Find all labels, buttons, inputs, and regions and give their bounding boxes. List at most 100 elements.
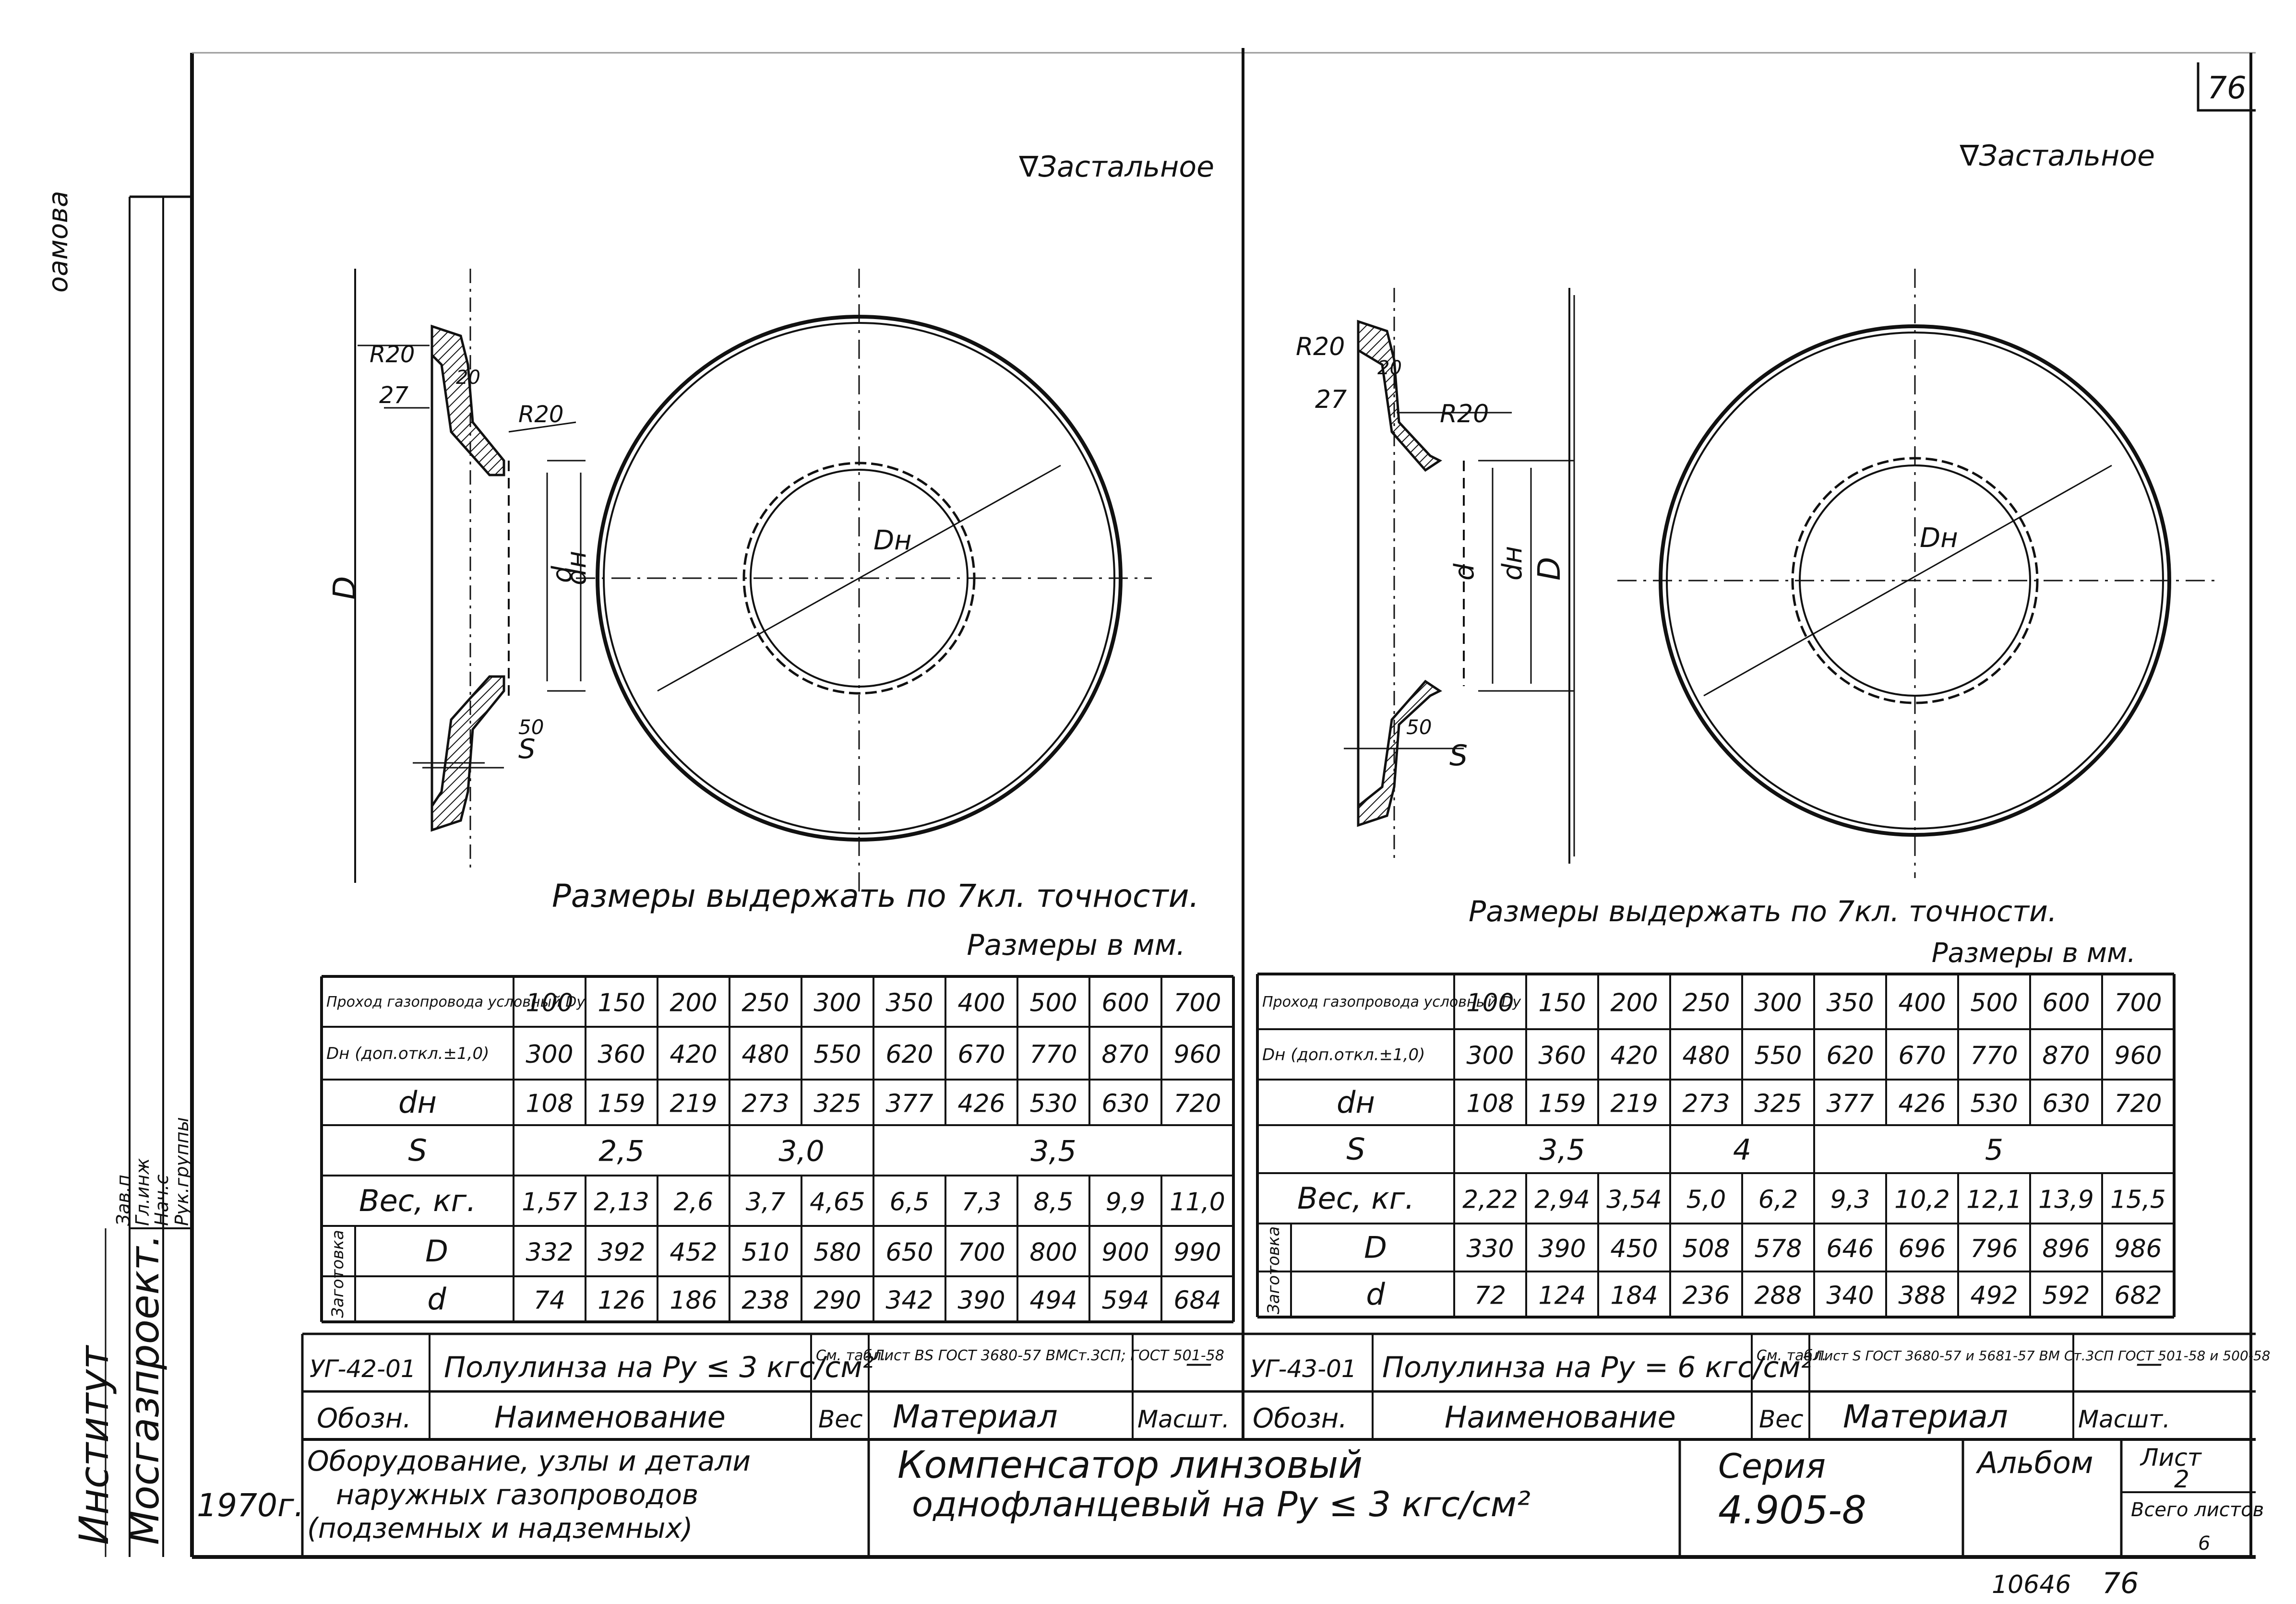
table-cell: 426	[957, 1090, 1005, 1118]
table-row-header: Проход газопровода условный Dу	[1262, 994, 1521, 1010]
table-cell: 273	[741, 1090, 789, 1118]
table-cell: 600	[2042, 989, 2090, 1018]
table-cell: 6,5	[890, 1188, 930, 1217]
table-cell: 5,0	[1686, 1186, 1726, 1214]
right-label-d: d	[1449, 563, 1480, 581]
left-header-scale: Масшт.	[1137, 1405, 1230, 1433]
right-label-S: S	[1449, 739, 1468, 772]
title-main-line2: однофланцевый на Ру ≤ 3 кгс/см²	[912, 1484, 1531, 1524]
table-cell: 700	[957, 1238, 1005, 1267]
table-cell: 480	[1682, 1042, 1730, 1070]
table-cell: 3,0	[778, 1135, 824, 1168]
table-cell: 420	[1610, 1042, 1658, 1070]
series-number: 4.905-8	[1718, 1488, 1866, 1533]
table-cell: 696	[1898, 1235, 1946, 1263]
table-cell: 124	[1538, 1282, 1586, 1310]
right-spec-designation: УГ-43-01	[1250, 1355, 1357, 1383]
table-cell: 360	[1538, 1042, 1586, 1070]
institute-label: Институт	[71, 1345, 118, 1545]
staff-role-2: Нач.с	[151, 1175, 172, 1226]
table-cell: 108	[526, 1090, 573, 1118]
table-cell: 392	[598, 1238, 645, 1267]
table-cell: 986	[2114, 1235, 2162, 1263]
table-row-header: S	[1346, 1132, 1365, 1167]
table-blank-label: Заготовка	[328, 1230, 347, 1318]
left-label-r20-inner: R20	[518, 401, 563, 428]
table-cell: 108	[1466, 1090, 1514, 1118]
table-cell: 2,94	[1534, 1186, 1590, 1214]
table-cell: 670	[957, 1040, 1005, 1069]
left-units-note: Размеры в мм.	[967, 928, 1185, 962]
left-surface-note: Застальное	[1038, 150, 1214, 184]
left-label-50: 50	[518, 715, 544, 739]
table-cell: 390	[957, 1286, 1005, 1315]
left-label-D: D	[327, 576, 363, 600]
table-cell: 592	[2042, 1282, 2090, 1310]
title-main-line1: Компенсатор линзовый	[897, 1444, 1363, 1487]
table-cell: 510	[741, 1238, 789, 1267]
table-row-header: Проход газопровода условный Dу	[326, 994, 586, 1010]
title-block	[867, 1439, 2256, 1557]
table-cell: 2,22	[1462, 1186, 1518, 1214]
table-cell: 630	[2042, 1090, 2090, 1118]
table-cell: 300	[1754, 989, 1802, 1018]
table-cell: 332	[526, 1238, 573, 1267]
table-cell: 650	[885, 1238, 933, 1267]
table-cell: 594	[1101, 1286, 1149, 1315]
left-label-dn: dн	[561, 551, 592, 585]
right-header-material: Материал	[1843, 1398, 2008, 1435]
table-cell: 400	[957, 989, 1005, 1018]
table-cell: 290	[813, 1286, 861, 1315]
table-row-header: d	[427, 1282, 446, 1317]
left-strip: Зав.п Гл.инж Нач.с Рук.группы Институт М…	[71, 1117, 192, 1557]
table-cell: 600	[1101, 989, 1149, 1018]
table-cell: 796	[1970, 1235, 2018, 1263]
table-cell: 159	[1538, 1090, 1586, 1118]
table-cell: 238	[741, 1286, 789, 1315]
archive-number: 10646	[1992, 1570, 2071, 1599]
table-cell: 360	[598, 1040, 645, 1069]
table-cell: 4	[1733, 1133, 1751, 1167]
table-cell: 870	[2042, 1042, 2090, 1070]
right-label-20: 20	[1377, 357, 1402, 379]
svg-text:∇Застальное: ∇Застальное	[1018, 150, 1214, 184]
page-number-box: 76	[2197, 62, 2256, 112]
table-row-header: Вес, кг.	[1297, 1181, 1414, 1216]
right-section-view	[1344, 288, 1575, 864]
table-cell: 426	[1898, 1090, 1946, 1118]
table-cell: 990	[1173, 1238, 1221, 1267]
table-cell: 184	[1610, 1282, 1658, 1310]
left-precision-note: Размеры выдержать по 7кл. точности.	[552, 878, 1199, 915]
table-cell: 620	[1826, 1042, 1874, 1070]
left-header-designation: Обозн.	[317, 1403, 411, 1434]
left-spec-weight: См. табл.	[816, 1347, 886, 1364]
table-cell: 219	[670, 1090, 717, 1118]
table-cell: 896	[2042, 1235, 2090, 1263]
right-spec-material: Лист S ГОСТ 3680-57 и 5681-57 ВМ Ст.3СП …	[1814, 1348, 2271, 1364]
total-sheets-label: Всего листов	[2131, 1499, 2264, 1521]
left-drawing: ∇Застальное R20 27 R20 20 D d dн 50 S	[327, 150, 1214, 962]
title-year: 1970г.	[197, 1487, 304, 1524]
table-cell: 580	[813, 1238, 861, 1267]
right-label-Dn: Dн	[1920, 523, 1958, 554]
table-cell: 960	[1173, 1040, 1221, 1069]
table-row-header: dн	[1337, 1085, 1375, 1120]
table-cell: 720	[2114, 1090, 2162, 1118]
table-row-header: S	[408, 1133, 427, 1168]
table-row-header: D	[1364, 1230, 1387, 1265]
right-precision-note: Размеры выдержать по 7кл. точности.	[1469, 895, 2057, 928]
table-cell: 9,9	[1106, 1188, 1146, 1217]
svg-text:∇Застальное: ∇Застальное	[1959, 139, 2155, 173]
left-header-name: Наименование	[494, 1400, 726, 1435]
table-cell: 492	[1970, 1282, 2018, 1310]
table-cell: 420	[670, 1040, 717, 1069]
table-row-header: d	[1366, 1277, 1385, 1312]
table-blank-label: Заготовка	[1264, 1226, 1283, 1314]
table-cell: 700	[1173, 989, 1221, 1018]
table-cell: 159	[598, 1090, 645, 1118]
right-plan-view	[1617, 269, 2217, 878]
table-cell: 480	[741, 1040, 789, 1069]
table-cell: 960	[2114, 1042, 2162, 1070]
